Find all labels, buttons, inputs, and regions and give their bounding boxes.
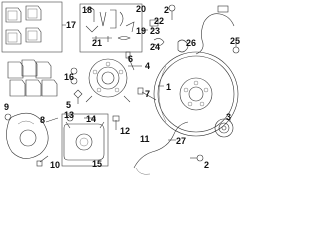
callout-3: 3 [226, 112, 231, 122]
bolt-7 [137, 87, 157, 101]
exploded-view: 1 2 2 3 4 5 6 7 8 9 10 11 12 13 14 15 16… [1, 1, 240, 175]
callout-25: 25 [230, 36, 240, 46]
leader-lines [45, 65, 231, 141]
bolt-10 [36, 155, 49, 167]
caliper-frame [61, 113, 109, 167]
pad-shim-group [7, 59, 58, 97]
callout-22: 22 [154, 16, 164, 26]
callout-6: 6 [128, 54, 133, 64]
callout-24: 24 [150, 42, 160, 52]
clip-23 [149, 19, 159, 30]
hub-bearing [85, 58, 131, 103]
wheel-stud [125, 51, 135, 71]
bolt-16 [70, 67, 78, 85]
callout-2a: 2 [164, 5, 169, 15]
sensor-wire [133, 121, 189, 175]
fastener-2-bottom [190, 154, 204, 162]
callout-4: 4 [145, 61, 150, 71]
bolt-12 [112, 115, 120, 130]
brake-rotor [153, 51, 239, 137]
hardware-kit-box [79, 3, 148, 53]
pad-kit-box [1, 1, 66, 53]
callout-14: 14 [86, 114, 96, 124]
clip-24 [153, 38, 165, 46]
callout-9: 9 [4, 102, 9, 112]
callout-2b: 2 [204, 160, 209, 170]
fastener-2-top [168, 4, 176, 20]
pad-kit-frame [1, 1, 63, 53]
callout-21: 21 [92, 38, 102, 48]
callout-16: 16 [64, 72, 74, 82]
callout-8: 8 [40, 115, 45, 125]
callout-15: 15 [92, 159, 102, 169]
callout-10: 10 [50, 160, 60, 170]
clip-hardware-group [85, 7, 135, 42]
bolt-9 [4, 113, 12, 121]
callout-23: 23 [150, 26, 160, 36]
callout-1: 1 [166, 82, 171, 92]
dust-shield [6, 112, 49, 159]
callout-12: 12 [120, 126, 130, 136]
hub-nut [214, 118, 234, 138]
abs-sensor-harness [177, 5, 240, 55]
bolt-5 [73, 89, 83, 104]
callout-11: 11 [140, 134, 150, 144]
callout-13: 13 [64, 110, 74, 120]
callout-27: 27 [176, 136, 186, 146]
callout-7: 7 [145, 89, 150, 99]
callout-labels: 1 2 2 3 4 5 6 7 8 9 10 11 12 13 14 15 16… [4, 4, 240, 170]
callout-17: 17 [66, 20, 76, 30]
callout-18: 18 [82, 5, 92, 15]
callout-5: 5 [66, 100, 71, 110]
hardware-kit-frame [79, 3, 143, 53]
brake-caliper [61, 113, 109, 167]
callout-26: 26 [186, 38, 196, 48]
callout-19: 19 [136, 26, 146, 36]
bleeder-13 [66, 114, 74, 122]
callout-20: 20 [136, 4, 146, 14]
parts-diagram: 1 2 2 3 4 5 6 7 8 9 10 11 12 13 14 15 16… [1, 1, 241, 175]
brake-pad-group [5, 5, 42, 45]
